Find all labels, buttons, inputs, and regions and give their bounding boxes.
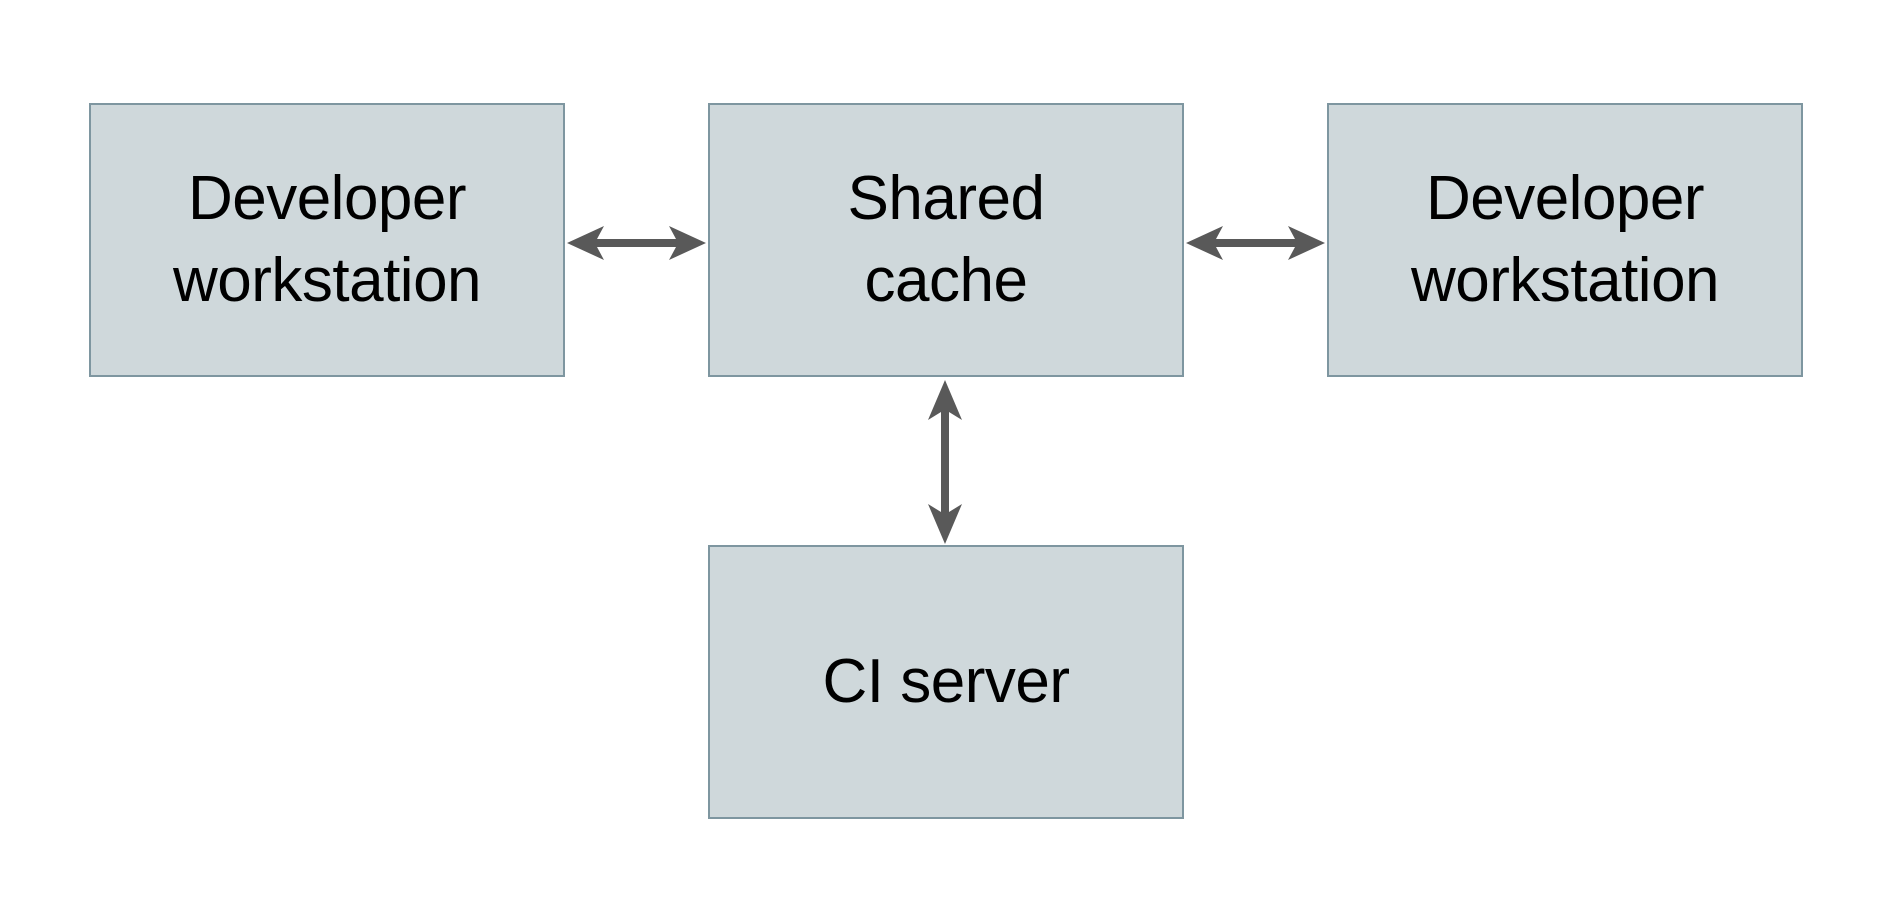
node-label: Developer workstation — [1410, 164, 1720, 315]
double-arrow-icon — [567, 226, 706, 260]
node-label: Developer workstation — [172, 164, 482, 315]
double-arrow-icon — [928, 380, 962, 544]
connector-cache-to-ci[interactable] — [914, 376, 976, 548]
connector-cache-to-dev-right[interactable] — [1182, 212, 1329, 274]
node-shared-cache[interactable]: Shared cache — [708, 103, 1184, 377]
connector-dev-left-to-cache[interactable] — [563, 212, 710, 274]
node-label: Shared cache — [847, 164, 1045, 315]
node-label: CI server — [822, 647, 1070, 717]
node-developer-workstation-left[interactable]: Developer workstation — [89, 103, 565, 377]
node-ci-server[interactable]: CI server — [708, 545, 1184, 819]
double-arrow-icon — [1186, 226, 1325, 260]
node-developer-workstation-right[interactable]: Developer workstation — [1327, 103, 1803, 377]
